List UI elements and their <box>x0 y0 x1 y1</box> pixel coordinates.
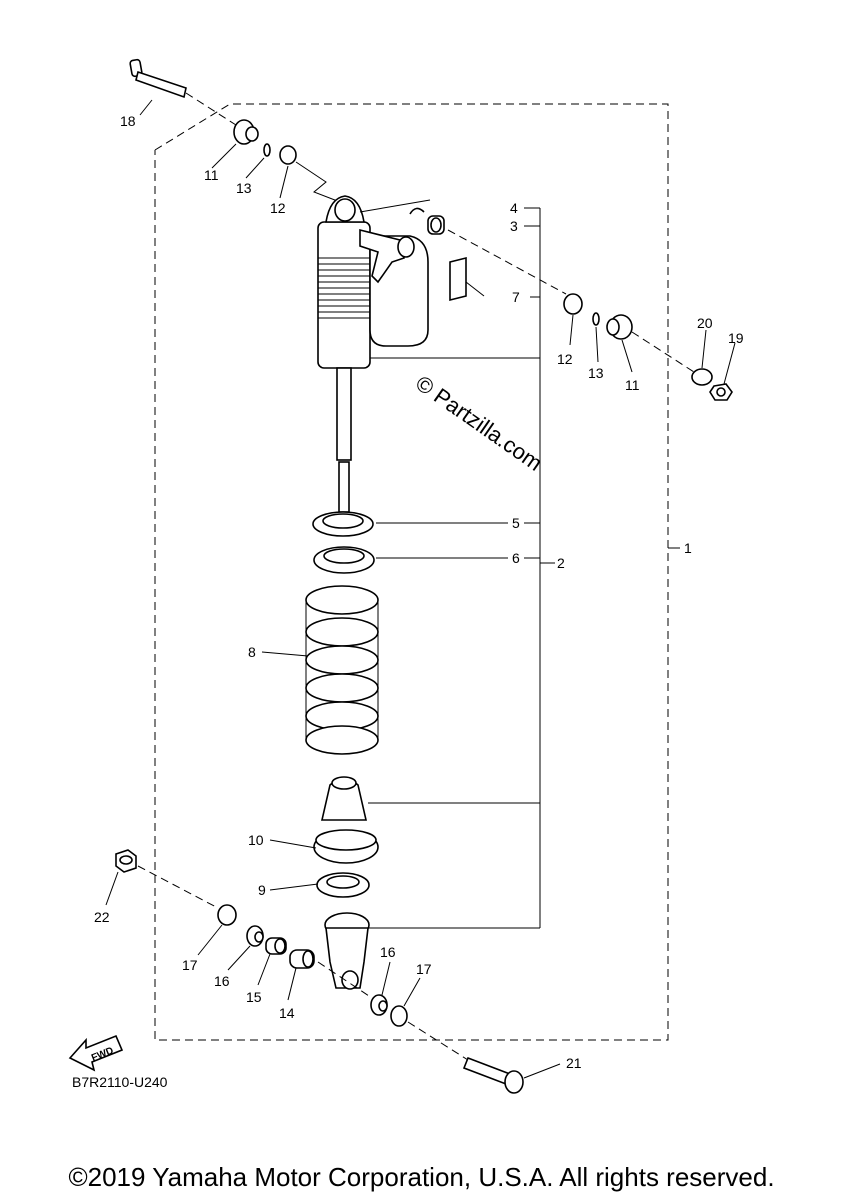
seal-16-left <box>246 925 264 947</box>
washer-12-top <box>279 145 297 165</box>
spring-seat-10 <box>313 829 379 864</box>
callout-2: 2 <box>557 555 565 571</box>
lower-eye <box>324 912 370 990</box>
oring-13-right <box>592 312 600 326</box>
spring-8 <box>305 585 379 755</box>
bearing-15 <box>265 937 287 955</box>
collar-11-right <box>606 314 633 340</box>
callout-10: 10 <box>248 832 264 848</box>
shock-body <box>317 195 431 369</box>
callout-7: 7 <box>512 289 520 305</box>
oring-4 <box>409 207 425 215</box>
assembly-boundary <box>154 103 669 1041</box>
collar-14 <box>289 949 315 969</box>
fwd-arrow-icon: FWD <box>68 1034 124 1072</box>
ring-nut-5 <box>312 511 374 537</box>
bump-stop <box>320 776 368 821</box>
callout-12-right: 12 <box>557 351 573 367</box>
callout-6: 6 <box>512 550 520 566</box>
callout-11-right: 11 <box>625 377 640 393</box>
label-7 <box>449 256 467 302</box>
callout-bracket <box>368 207 680 929</box>
seal-16-right <box>370 994 388 1016</box>
callout-20: 20 <box>697 315 713 331</box>
nut-22 <box>115 849 137 873</box>
piston-rod <box>336 367 352 461</box>
callout-labels: 1 2 3 4 5 6 7 8 9 10 11 11 12 12 13 13 1… <box>94 113 744 1071</box>
bolt-18 <box>129 58 237 126</box>
ring-nut-6 <box>313 546 375 574</box>
washer-17-right <box>390 1005 408 1027</box>
rod-lower <box>338 461 350 513</box>
callout-8: 8 <box>248 644 256 660</box>
bolt-21 <box>462 1056 524 1094</box>
callout-14: 14 <box>279 1005 295 1021</box>
callout-11-top: 11 <box>204 167 219 183</box>
callout-13-right: 13 <box>588 365 604 381</box>
callout-17-right: 17 <box>416 961 432 977</box>
washer-17-left <box>217 904 237 926</box>
callout-3: 3 <box>510 218 518 234</box>
callout-17-left: 17 <box>182 957 198 973</box>
collar-11-top <box>233 119 259 145</box>
callout-22: 22 <box>94 909 110 925</box>
callout-9: 9 <box>258 882 266 898</box>
oring-13-top <box>263 143 271 157</box>
washer-20 <box>691 368 713 386</box>
callout-1: 1 <box>684 540 692 556</box>
callout-16-right: 16 <box>380 944 396 960</box>
callout-4: 4 <box>510 200 518 216</box>
callout-19: 19 <box>728 330 744 346</box>
nut-19 <box>709 383 733 401</box>
leader-lines <box>105 99 736 1079</box>
callout-16-left: 16 <box>214 973 230 989</box>
callout-5: 5 <box>512 515 520 531</box>
callout-15: 15 <box>246 989 262 1005</box>
diagram-code: B7R2110-U240 <box>72 1074 168 1090</box>
spring-guide-9 <box>316 872 370 898</box>
callout-21: 21 <box>566 1055 582 1071</box>
washer-12-right <box>563 293 583 315</box>
callout-13-top: 13 <box>236 180 252 196</box>
callout-18: 18 <box>120 113 136 129</box>
callout-12-top: 12 <box>270 200 286 216</box>
copyright-notice: ©2019 Yamaha Motor Corporation, U.S.A. A… <box>68 1162 775 1192</box>
bearing-3 <box>427 215 445 235</box>
